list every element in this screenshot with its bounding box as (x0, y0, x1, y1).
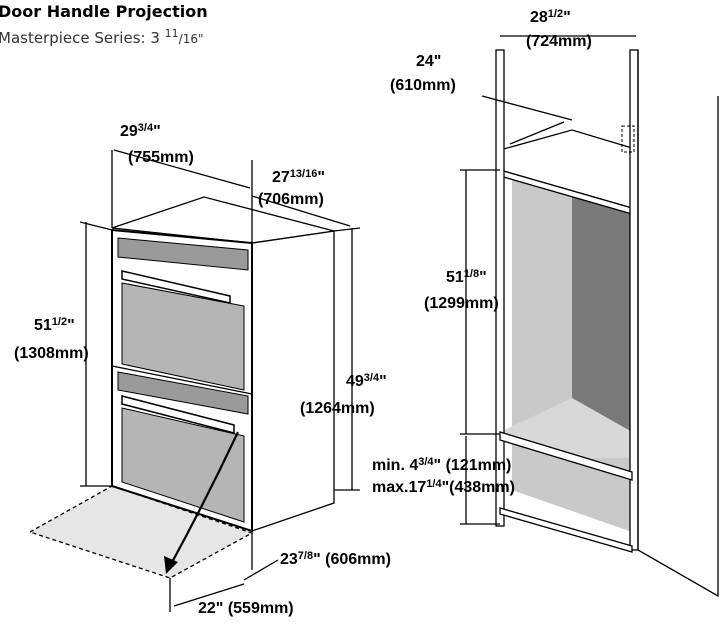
door-depth-label: 22" (559mm) (198, 600, 294, 617)
depth-dimension-line (251, 195, 351, 227)
oven-depth-label: 2713/16" (272, 168, 325, 186)
subtitle-frac-num: 11 (164, 27, 179, 40)
cabinet-left-stile (495, 49, 505, 527)
oven-divider (111, 365, 253, 395)
cabinet-cavity-right (572, 196, 632, 432)
oven-width-label: 293/4" (120, 122, 161, 140)
oven-side-height-label: 493/4" (346, 372, 387, 390)
diagram-title: Door Handle Projection (0, 2, 208, 21)
handle-projection-outline (621, 125, 635, 153)
cabinet-depth-leader (481, 95, 573, 121)
cabinet-side-panel (637, 50, 719, 598)
oven-height-mm-label: (1308mm) (14, 345, 89, 362)
cabinet-depth-line (509, 121, 565, 145)
oven-depth-mm-label: (706mm) (258, 191, 324, 208)
side-ext-top (333, 227, 361, 232)
max-floor-offset-label: max.171/4"(438mm) (372, 478, 515, 496)
width-dimension-line (113, 149, 251, 189)
open-dimension-line (243, 559, 279, 581)
cabinet-depth-mm-label: (610mm) (390, 77, 456, 94)
oven-side-height-mm-label: (1264mm) (300, 400, 375, 417)
height-ext-top (79, 221, 113, 231)
double-wall-oven (28, 149, 361, 612)
oven-height-label: 511/2" (34, 316, 75, 334)
door-swing-arrowhead (164, 556, 178, 574)
cabinet-width-label: 281/2" (530, 8, 571, 26)
handle-projection-note: Masterpiece Series: 3 11/16" (0, 27, 204, 47)
subtitle-text: Masterpiece Series: 3 (0, 29, 165, 47)
cutout-height-label: 511/8" (446, 268, 487, 286)
oven-width-mm-label: (755mm) (128, 149, 194, 166)
cutout-height-mm-label: (1299mm) (424, 295, 499, 312)
cabinet-width-mm-label: (724mm) (526, 33, 592, 50)
cabinet-bottom-shelf (499, 431, 633, 481)
door-dimension-line (173, 583, 245, 607)
upper-control-panel (117, 237, 249, 271)
wall-cabinet (460, 35, 719, 598)
min-floor-offset-label: min. 43/4" (121mm) (372, 456, 511, 474)
upper-oven-window (121, 282, 245, 391)
lower-door-handle (121, 395, 235, 434)
lower-control-panel (117, 371, 249, 415)
lower-oven-window (121, 407, 245, 523)
door-open-label: 237/8" (606mm) (280, 550, 391, 568)
cabinet-base (499, 507, 633, 553)
oven-side-panel (251, 230, 335, 532)
door-swing-arc (169, 431, 239, 567)
subtitle-frac-den: /16" (178, 32, 204, 46)
cabinet-depth-label: 24" (416, 53, 441, 70)
